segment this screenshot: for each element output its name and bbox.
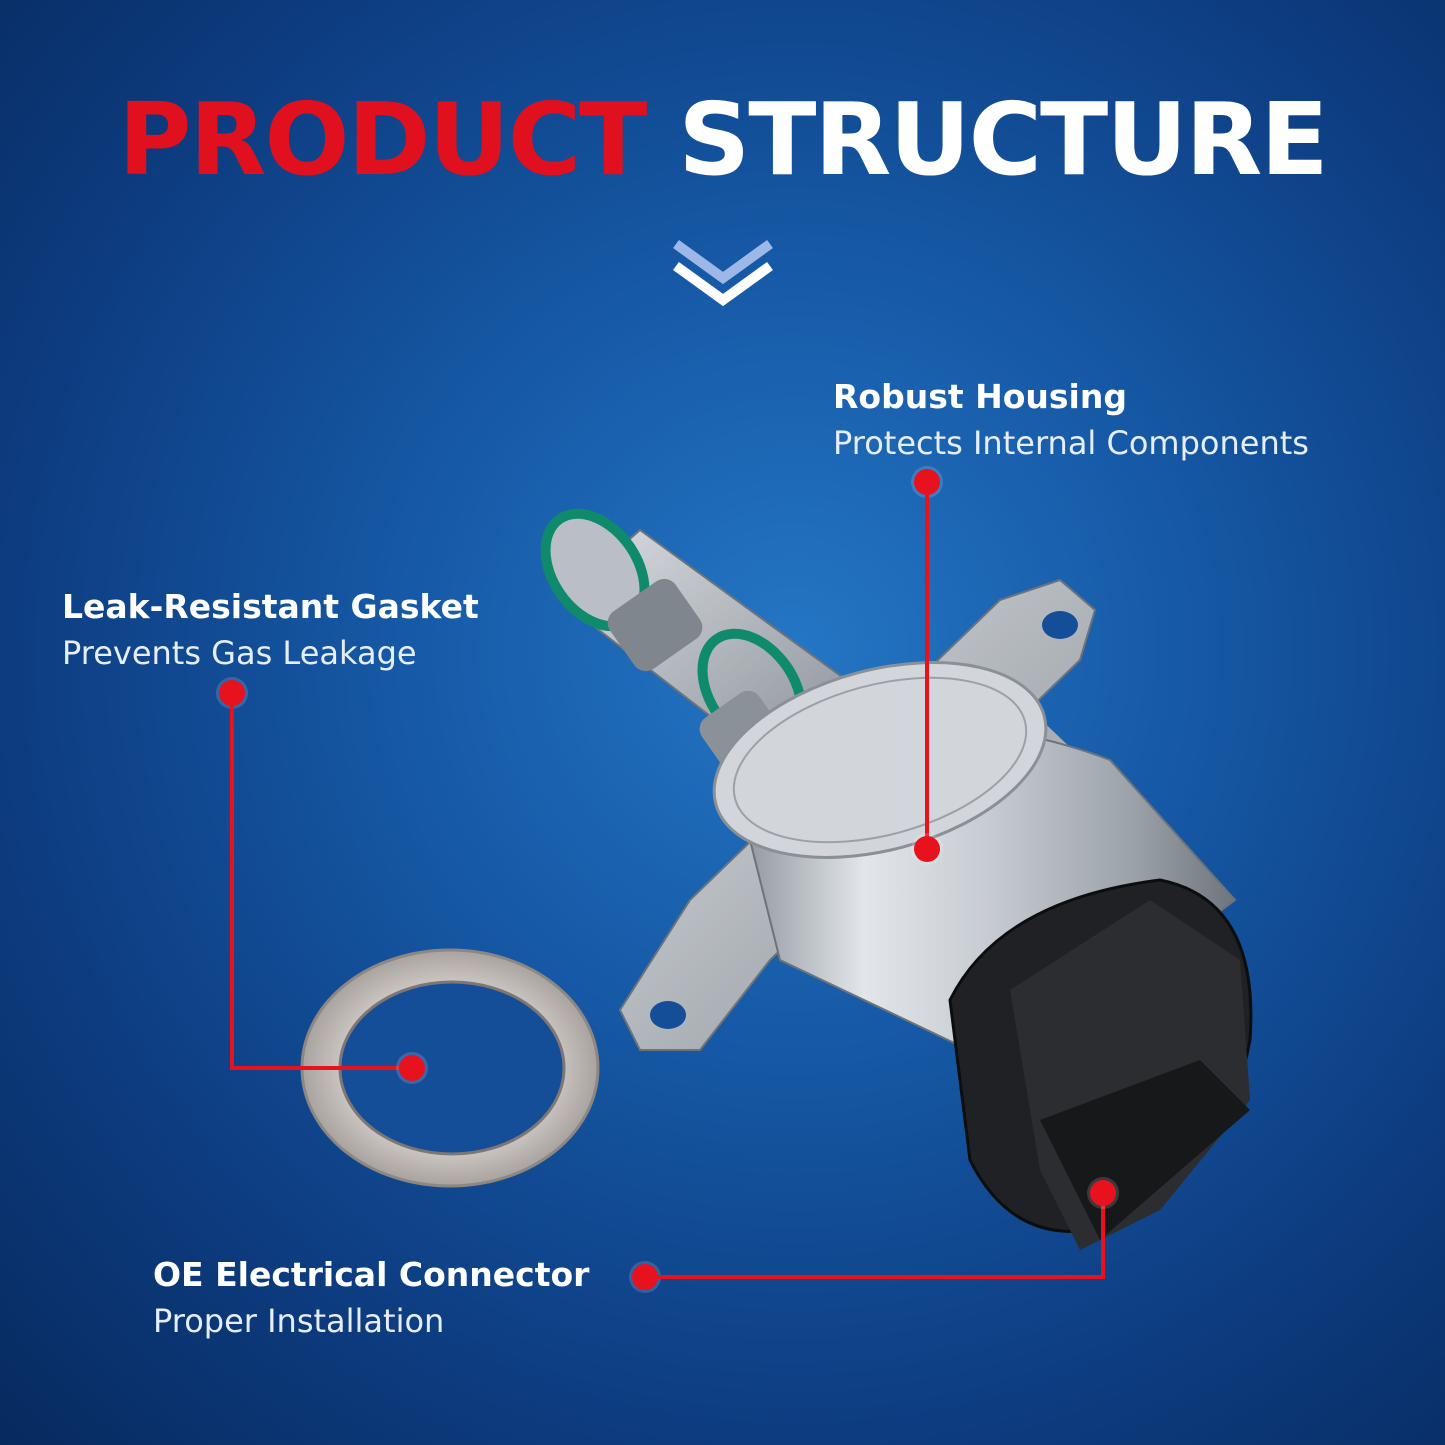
double-chevron-down-icon bbox=[673, 239, 773, 307]
callout-leader-line bbox=[230, 1066, 410, 1070]
callout-dot bbox=[914, 836, 940, 862]
callout-leader-line bbox=[230, 693, 234, 1070]
page-title: PRODUCT STRUCTURE bbox=[0, 70, 1445, 210]
title-product: PRODUCT bbox=[118, 81, 647, 198]
callout-title: OE Electrical Connector bbox=[153, 1255, 590, 1294]
callout-robust-housing: Robust Housing Protects Internal Compone… bbox=[833, 374, 1309, 466]
callout-subtitle: Proper Installation bbox=[153, 1302, 445, 1340]
callout-title: Robust Housing bbox=[833, 377, 1127, 416]
callout-dot bbox=[399, 1055, 425, 1081]
callout-dot bbox=[1090, 1180, 1116, 1206]
gasket-ring bbox=[300, 948, 600, 1188]
callout-leader-line bbox=[1101, 1193, 1105, 1279]
electrical-connector bbox=[948, 878, 1253, 1250]
callout-oe-electrical-connector: OE Electrical Connector Proper Installat… bbox=[153, 1252, 589, 1344]
callout-leak-resistant-gasket: Leak-Resistant Gasket Prevents Gas Leaka… bbox=[62, 584, 479, 676]
title-structure: STRUCTURE bbox=[678, 81, 1329, 198]
callout-subtitle: Protects Internal Components bbox=[833, 424, 1309, 462]
callout-leader-line bbox=[645, 1275, 1105, 1279]
callout-leader-line bbox=[925, 482, 929, 848]
callout-subtitle: Prevents Gas Leakage bbox=[62, 634, 417, 672]
callout-title: Leak-Resistant Gasket bbox=[62, 587, 479, 626]
